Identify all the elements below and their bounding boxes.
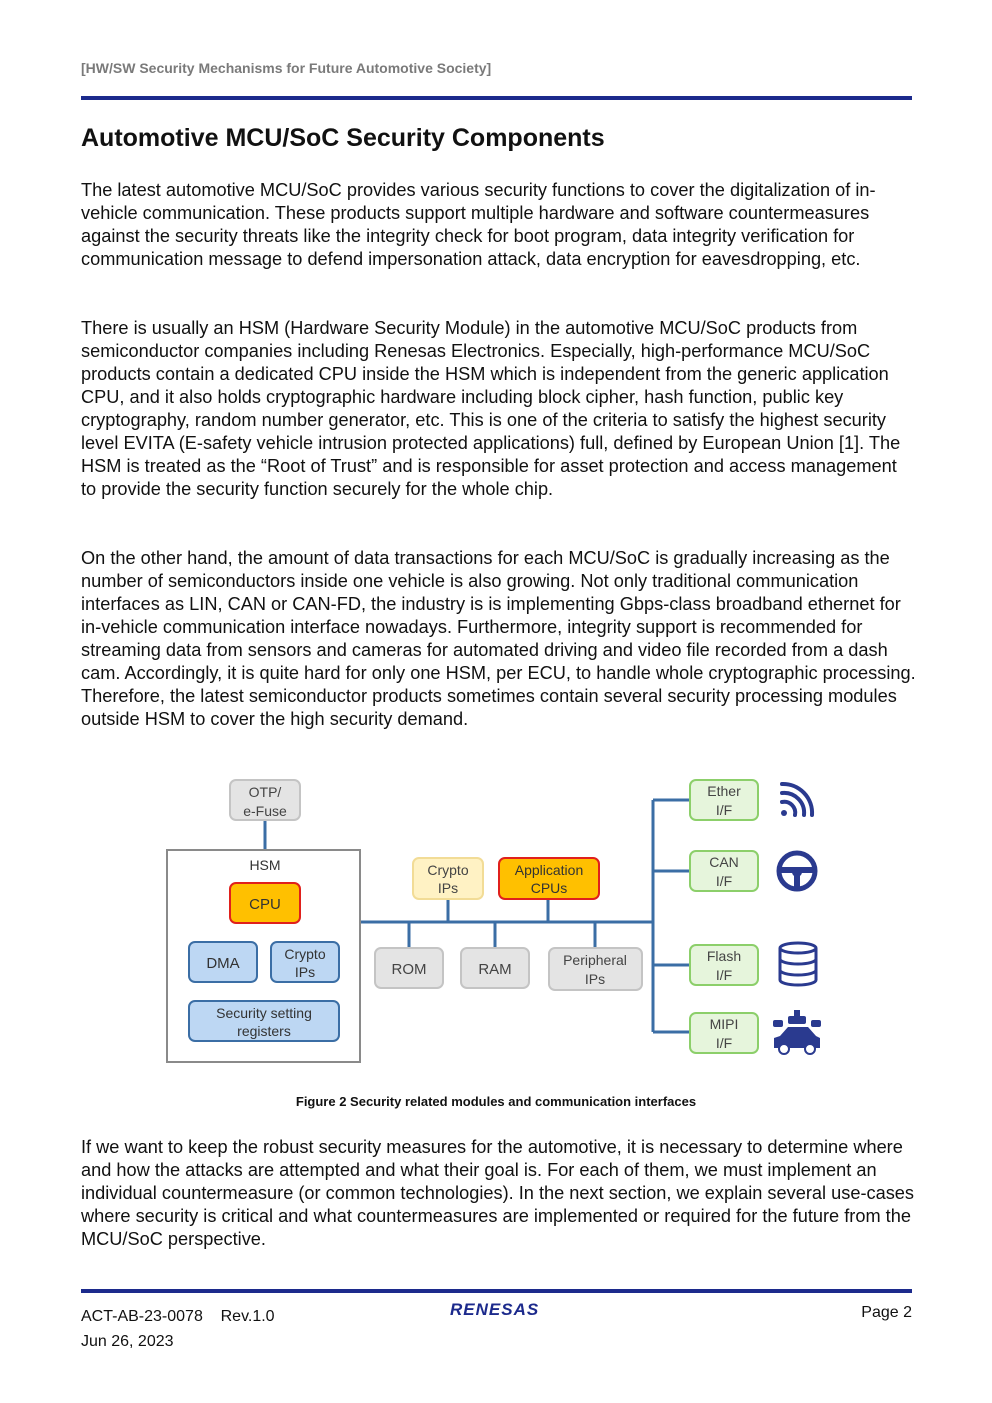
- paragraph-hsm: There is usually an HSM (Hardware Securi…: [81, 318, 901, 499]
- mipi-line2: I/F: [716, 1035, 732, 1051]
- hsm-block: HSM CPU DMA Crypto IPs Security setting …: [166, 849, 361, 1063]
- ram-block: RAM: [460, 947, 530, 989]
- paragraph-countermeasures: If we want to keep the robust security m…: [81, 1137, 915, 1249]
- figure-caption: Figure 2 Security related modules and co…: [295, 1094, 697, 1109]
- app-cpus-line1: Application: [515, 862, 584, 878]
- steering-wheel-icon: [776, 850, 818, 892]
- renesas-logo: RENESAS: [450, 1300, 540, 1319]
- peripheral-line1: Peripheral: [563, 952, 627, 968]
- app-cpus-line2: CPUs: [531, 880, 568, 896]
- hsm-crypto-line2: IPs: [295, 964, 315, 980]
- paragraph-data-transactions: On the other hand, the amount of data tr…: [81, 548, 916, 729]
- security-modules-diagram: OTP/ e-Fuse HSM CPU DMA Crypto IPs Secur…: [160, 772, 840, 1072]
- security-registers-line2: registers: [237, 1023, 291, 1039]
- ether-if-block: Ether I/F: [689, 779, 759, 821]
- wifi-icon: [780, 781, 815, 817]
- car-camera-icon: [773, 1010, 821, 1055]
- flash-if-block: Flash I/F: [689, 944, 759, 986]
- otp-efuse-block: OTP/ e-Fuse: [229, 779, 301, 821]
- doc-id: ACT-AB-23-0078: [81, 1308, 203, 1325]
- otp-label-line2: e-Fuse: [243, 803, 287, 819]
- hsm-crypto-line1: Crypto: [284, 946, 325, 962]
- peripheral-line2: IPs: [585, 971, 605, 987]
- crypto-ips-line2: IPs: [438, 880, 458, 896]
- can-line2: I/F: [716, 873, 732, 889]
- flash-line1: Flash: [707, 948, 741, 964]
- flash-line2: I/F: [716, 967, 732, 983]
- page-title: Automotive MCU/SoC Security Components: [81, 124, 605, 152]
- application-cpus-block: Application CPUs: [498, 857, 600, 900]
- mipi-line1: MIPI: [710, 1016, 739, 1032]
- database-icon: [778, 941, 818, 987]
- diagram-connectors: [263, 798, 690, 1034]
- ram-label: RAM: [478, 961, 511, 978]
- can-line1: CAN: [709, 854, 739, 870]
- rom-label: ROM: [392, 961, 427, 978]
- otp-label-line1: OTP/: [249, 784, 282, 800]
- page-number: Page 2: [861, 1304, 912, 1321]
- hsm-label: HSM: [249, 857, 280, 873]
- dma-label: DMA: [206, 955, 239, 972]
- crypto-ips-line1: Crypto: [427, 862, 468, 878]
- rom-block: ROM: [374, 947, 444, 989]
- hsm-cpu-label: CPU: [249, 896, 281, 913]
- doc-date: Jun 26, 2023: [81, 1333, 174, 1350]
- mipi-if-block: MIPI I/F: [689, 1012, 759, 1054]
- header-divider: [81, 96, 912, 100]
- peripheral-ips-block: Peripheral IPs: [548, 947, 643, 991]
- header-title: [HW/SW Security Mechanisms for Future Au…: [81, 60, 492, 76]
- footer-doc-info: ACT-AB-23-0078 Rev.1.0 Jun 26, 2023: [81, 1304, 275, 1354]
- can-if-block: CAN I/F: [689, 850, 759, 892]
- security-registers-line1: Security setting: [216, 1005, 312, 1021]
- paragraph-intro: The latest automotive MCU/SoC provides v…: [81, 180, 876, 269]
- ether-line2: I/F: [716, 802, 732, 818]
- revision: Rev.1.0: [220, 1308, 275, 1325]
- crypto-ips-block: Crypto IPs: [412, 857, 484, 900]
- footer-divider: [81, 1289, 912, 1293]
- ether-line1: Ether: [707, 783, 741, 799]
